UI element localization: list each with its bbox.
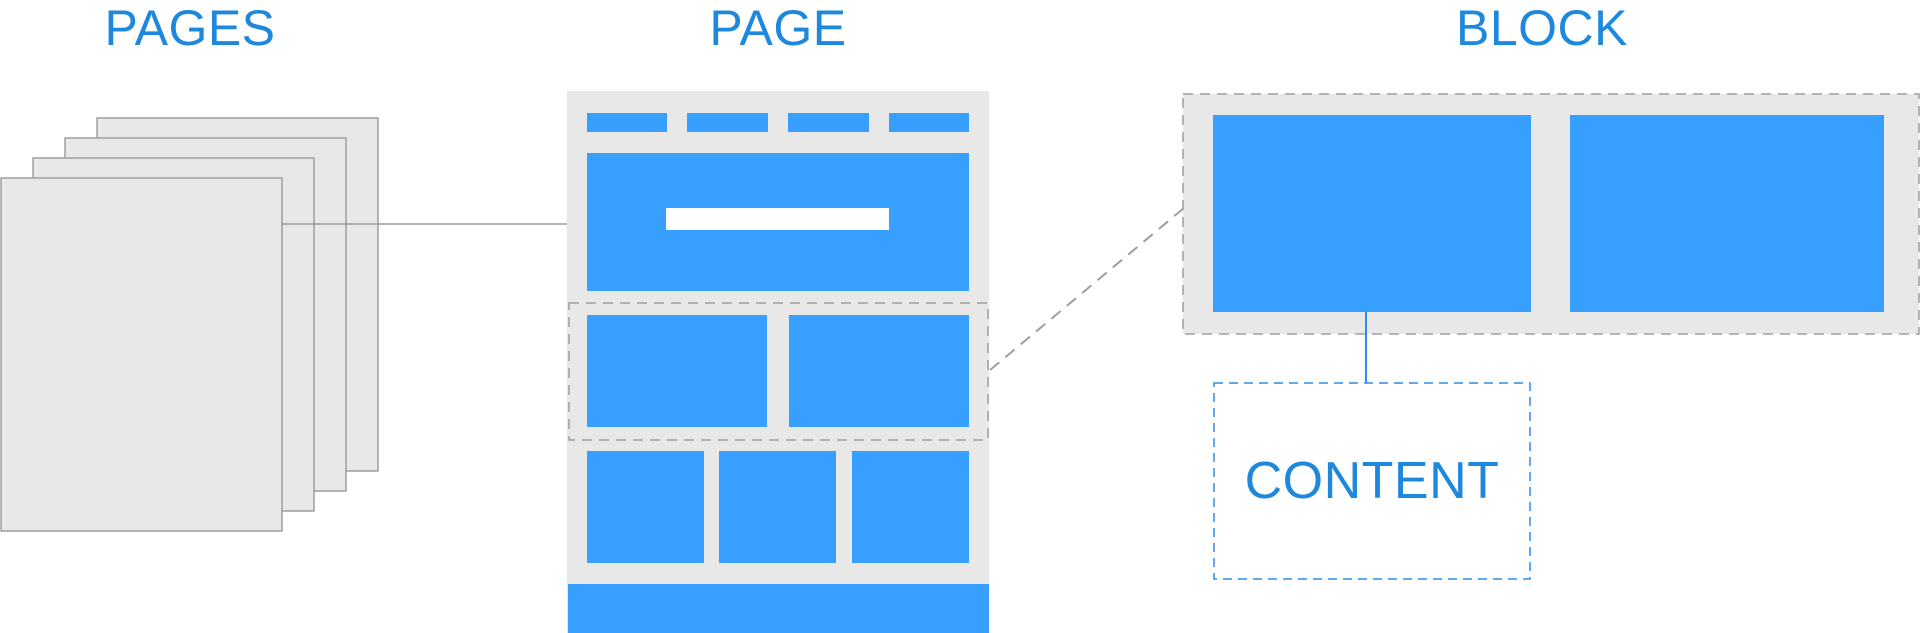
content-outline xyxy=(1213,382,1531,580)
block-detail xyxy=(1182,93,1920,335)
nav-item-2 xyxy=(687,113,768,132)
nav-item-1 xyxy=(587,113,667,132)
hero-text-bar xyxy=(666,208,889,230)
nav-item-3 xyxy=(788,113,869,132)
content-label: CONTENT xyxy=(1244,452,1500,510)
three-col-block-left xyxy=(587,451,704,563)
block-column-left xyxy=(1213,115,1531,312)
selected-row-outline xyxy=(568,302,989,441)
nav-item-4 xyxy=(889,113,969,132)
block-column-right xyxy=(1570,115,1884,312)
page-wireframe xyxy=(567,91,989,633)
three-col-block-middle xyxy=(719,451,836,563)
page-heading: PAGE xyxy=(709,0,847,56)
pages-heading: PAGES xyxy=(104,0,276,56)
three-col-block-right xyxy=(852,451,969,563)
page-sheet-front xyxy=(0,177,283,532)
two-col-block-right xyxy=(789,315,969,427)
pages-stack xyxy=(0,117,379,532)
footer-block xyxy=(568,584,989,633)
block-heading: BLOCK xyxy=(1455,0,1628,56)
two-col-block-left xyxy=(587,315,767,427)
page-to-block-zoom-line xyxy=(989,207,1185,371)
